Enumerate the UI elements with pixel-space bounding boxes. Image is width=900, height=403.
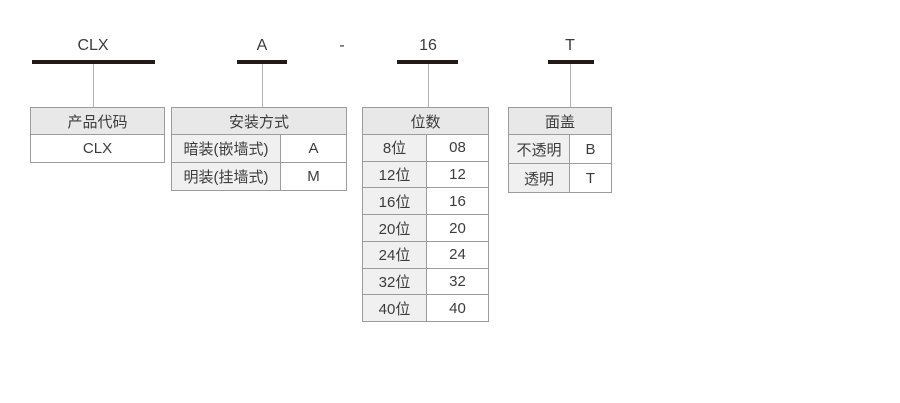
option-value-cell: A — [281, 135, 346, 162]
code-segment-label-ways: 16 — [419, 37, 437, 54]
separator-dash: - — [339, 37, 345, 54]
table-row: CLX — [31, 135, 164, 162]
table-row: 16位 16 — [363, 188, 488, 216]
option-label-cell: 透明 — [509, 164, 570, 192]
table-header: 位数 — [363, 108, 488, 135]
table-row: 12位 12 — [363, 161, 488, 189]
connector-line — [93, 64, 94, 108]
table-row: 8位 08 — [363, 135, 488, 162]
option-label-cell: CLX — [31, 135, 164, 162]
connector-line — [428, 64, 429, 108]
table-header: 安装方式 — [172, 108, 346, 135]
connector-line — [262, 64, 263, 108]
product-code-table: 产品代码 CLX — [30, 107, 165, 163]
option-value-cell: 16 — [427, 188, 488, 215]
option-value-cell: 32 — [427, 268, 488, 295]
option-label-cell: 24位 — [363, 241, 427, 268]
option-label-cell: 16位 — [363, 188, 427, 215]
table-row: 24位 24 — [363, 241, 488, 269]
option-value-cell: 24 — [427, 241, 488, 268]
option-value-cell: M — [281, 163, 346, 190]
table-row: 40位 40 — [363, 295, 488, 322]
code-segment-bar — [548, 60, 594, 64]
table-header: 产品代码 — [31, 108, 164, 135]
table-header: 面盖 — [509, 108, 611, 135]
code-segment-label-cover: T — [565, 37, 575, 54]
mounting-type-table: 安装方式 暗装(嵌墙式) A 明装(挂墙式) M — [171, 107, 347, 191]
option-label-cell: 暗装(嵌墙式) — [172, 135, 281, 162]
option-value-cell: 08 — [427, 135, 488, 161]
option-label-cell: 8位 — [363, 135, 427, 161]
option-label-cell: 12位 — [363, 161, 427, 188]
code-segment-label-product: CLX — [77, 37, 109, 54]
table-row: 暗装(嵌墙式) A — [172, 135, 346, 163]
code-segment-bar — [397, 60, 458, 64]
option-label-cell: 不透明 — [509, 135, 570, 163]
connector-line — [570, 64, 571, 108]
option-label-cell: 20位 — [363, 215, 427, 241]
table-row: 明装(挂墙式) M — [172, 163, 346, 190]
table-row: 透明 T — [509, 164, 611, 192]
option-label-cell: 32位 — [363, 268, 427, 295]
table-row: 不透明 B — [509, 135, 611, 164]
code-segment-label-mounting: A — [256, 37, 268, 54]
option-label-cell: 明装(挂墙式) — [172, 163, 281, 190]
option-label-cell: 40位 — [363, 295, 427, 322]
table-row: 20位 20 — [363, 215, 488, 242]
option-value-cell: T — [570, 164, 611, 192]
option-value-cell: B — [570, 135, 611, 163]
code-segment-bar — [32, 60, 155, 64]
table-row: 32位 32 — [363, 268, 488, 296]
code-segment-bar — [237, 60, 287, 64]
option-value-cell: 40 — [427, 295, 488, 322]
positions-count-table: 位数 8位 08 12位 12 16位 16 20位 20 24位 24 32位… — [362, 107, 489, 322]
option-value-cell: 12 — [427, 161, 488, 188]
option-value-cell: 20 — [427, 215, 488, 241]
face-cover-table: 面盖 不透明 B 透明 T — [508, 107, 612, 193]
